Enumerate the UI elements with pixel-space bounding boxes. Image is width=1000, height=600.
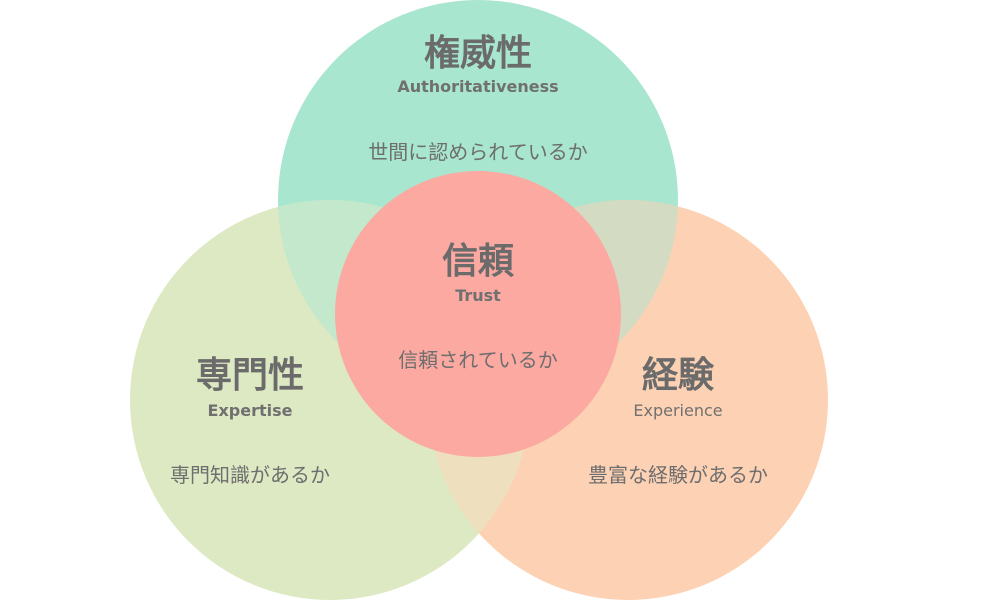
trust-description: 信頼されているか (398, 348, 558, 372)
authority-subtitle: Authoritativeness (397, 77, 559, 96)
experience-description: 豊富な経験があるか (588, 463, 768, 487)
expertise-subtitle: Expertise (207, 401, 293, 420)
expertise-title: 専門性 (195, 355, 305, 396)
authority-title: 権威性 (423, 33, 533, 74)
experience-subtitle: Experience (633, 401, 723, 420)
trust-subtitle: Trust (455, 286, 501, 305)
trust-title: 信頼 (441, 241, 515, 282)
trust-circle (335, 171, 621, 457)
authority-description: 世間に認められているか (368, 140, 588, 164)
experience-title: 経験 (641, 355, 715, 396)
expertise-description: 専門知識があるか (170, 463, 330, 487)
